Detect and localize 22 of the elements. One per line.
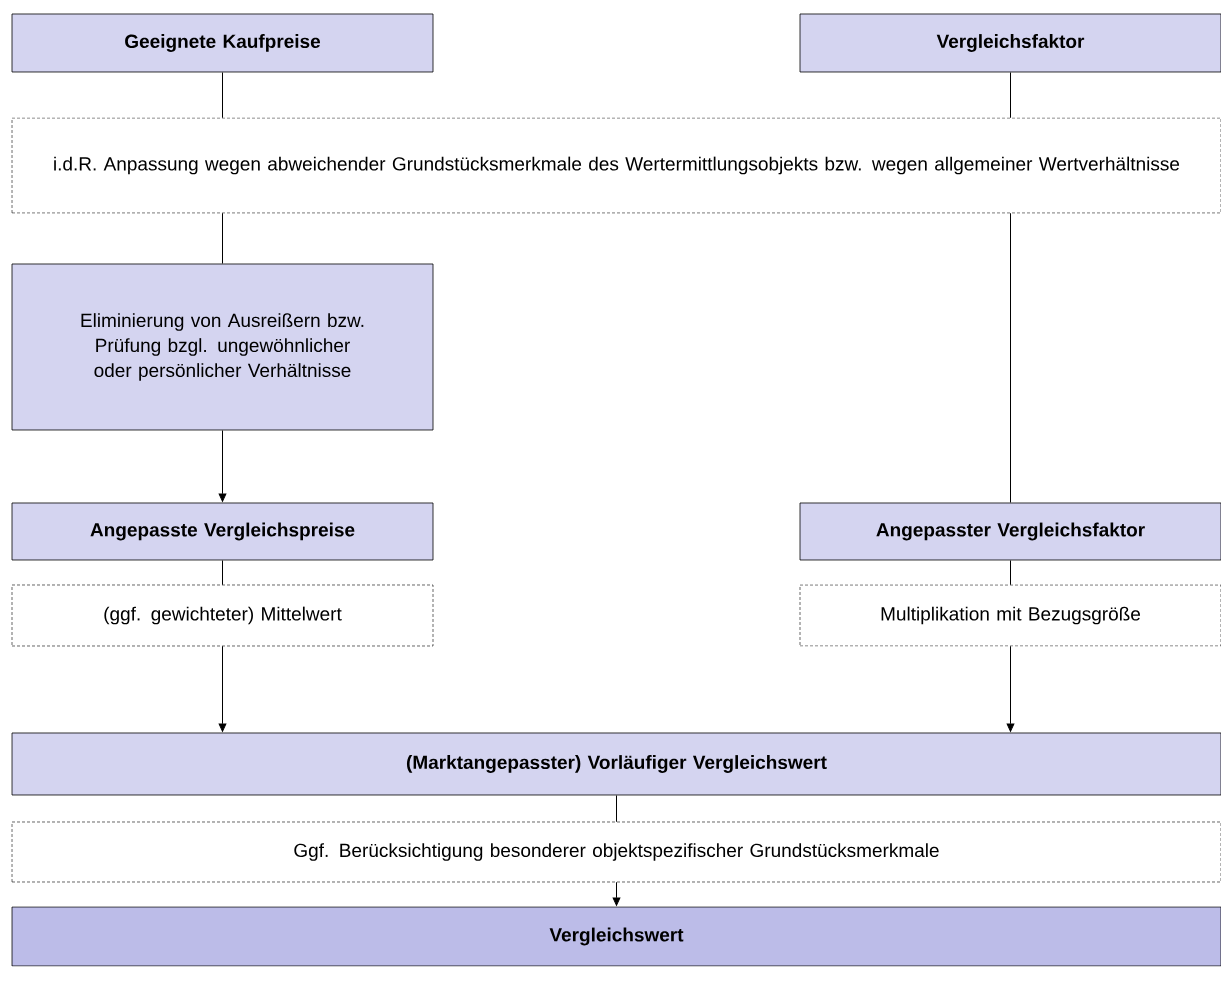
note-box: Multiplikation mit Bezugsgröße (799, 584, 1221, 647)
note-box: (ggf. gewichteter) Mittelwert (11, 584, 434, 647)
process-box: Eliminierung von Ausreißern bzw. Prüfung bzgl. ungewöhnlicher oder persönlicher Verhältnisse (11, 263, 434, 431)
connector (222, 212, 223, 265)
title-box: Angepasster Vergleichsfaktor (799, 502, 1221, 561)
note-box: i.d.R. Anpassung wegen abweichender Grundstücksmerkmale des Wertermittlungsobjekts bzw. wegen allgemeiner Wertverhältnisse (11, 117, 1221, 214)
connector (1010, 559, 1011, 586)
title-box: Angepasste Vergleichspreise (11, 502, 434, 561)
note-box: Ggf. Berücksichtigung besonderer objektspezifischer Grundstücksmerkmale (11, 821, 1221, 883)
connector (612, 881, 621, 906)
connector (218, 429, 227, 502)
title-box: (Marktangepasster) Vorläufiger Vergleichswert (11, 732, 1221, 796)
connector (1006, 645, 1015, 732)
title-box: Vergleichsfaktor (799, 13, 1221, 73)
connector (222, 559, 223, 586)
title-box: Geeignete Kaufpreise (11, 13, 434, 73)
connector (1010, 212, 1011, 504)
connector (1010, 71, 1011, 119)
connector (218, 645, 227, 732)
result-box: Vergleichswert (11, 906, 1221, 967)
connector (616, 794, 617, 823)
connector (222, 71, 223, 119)
